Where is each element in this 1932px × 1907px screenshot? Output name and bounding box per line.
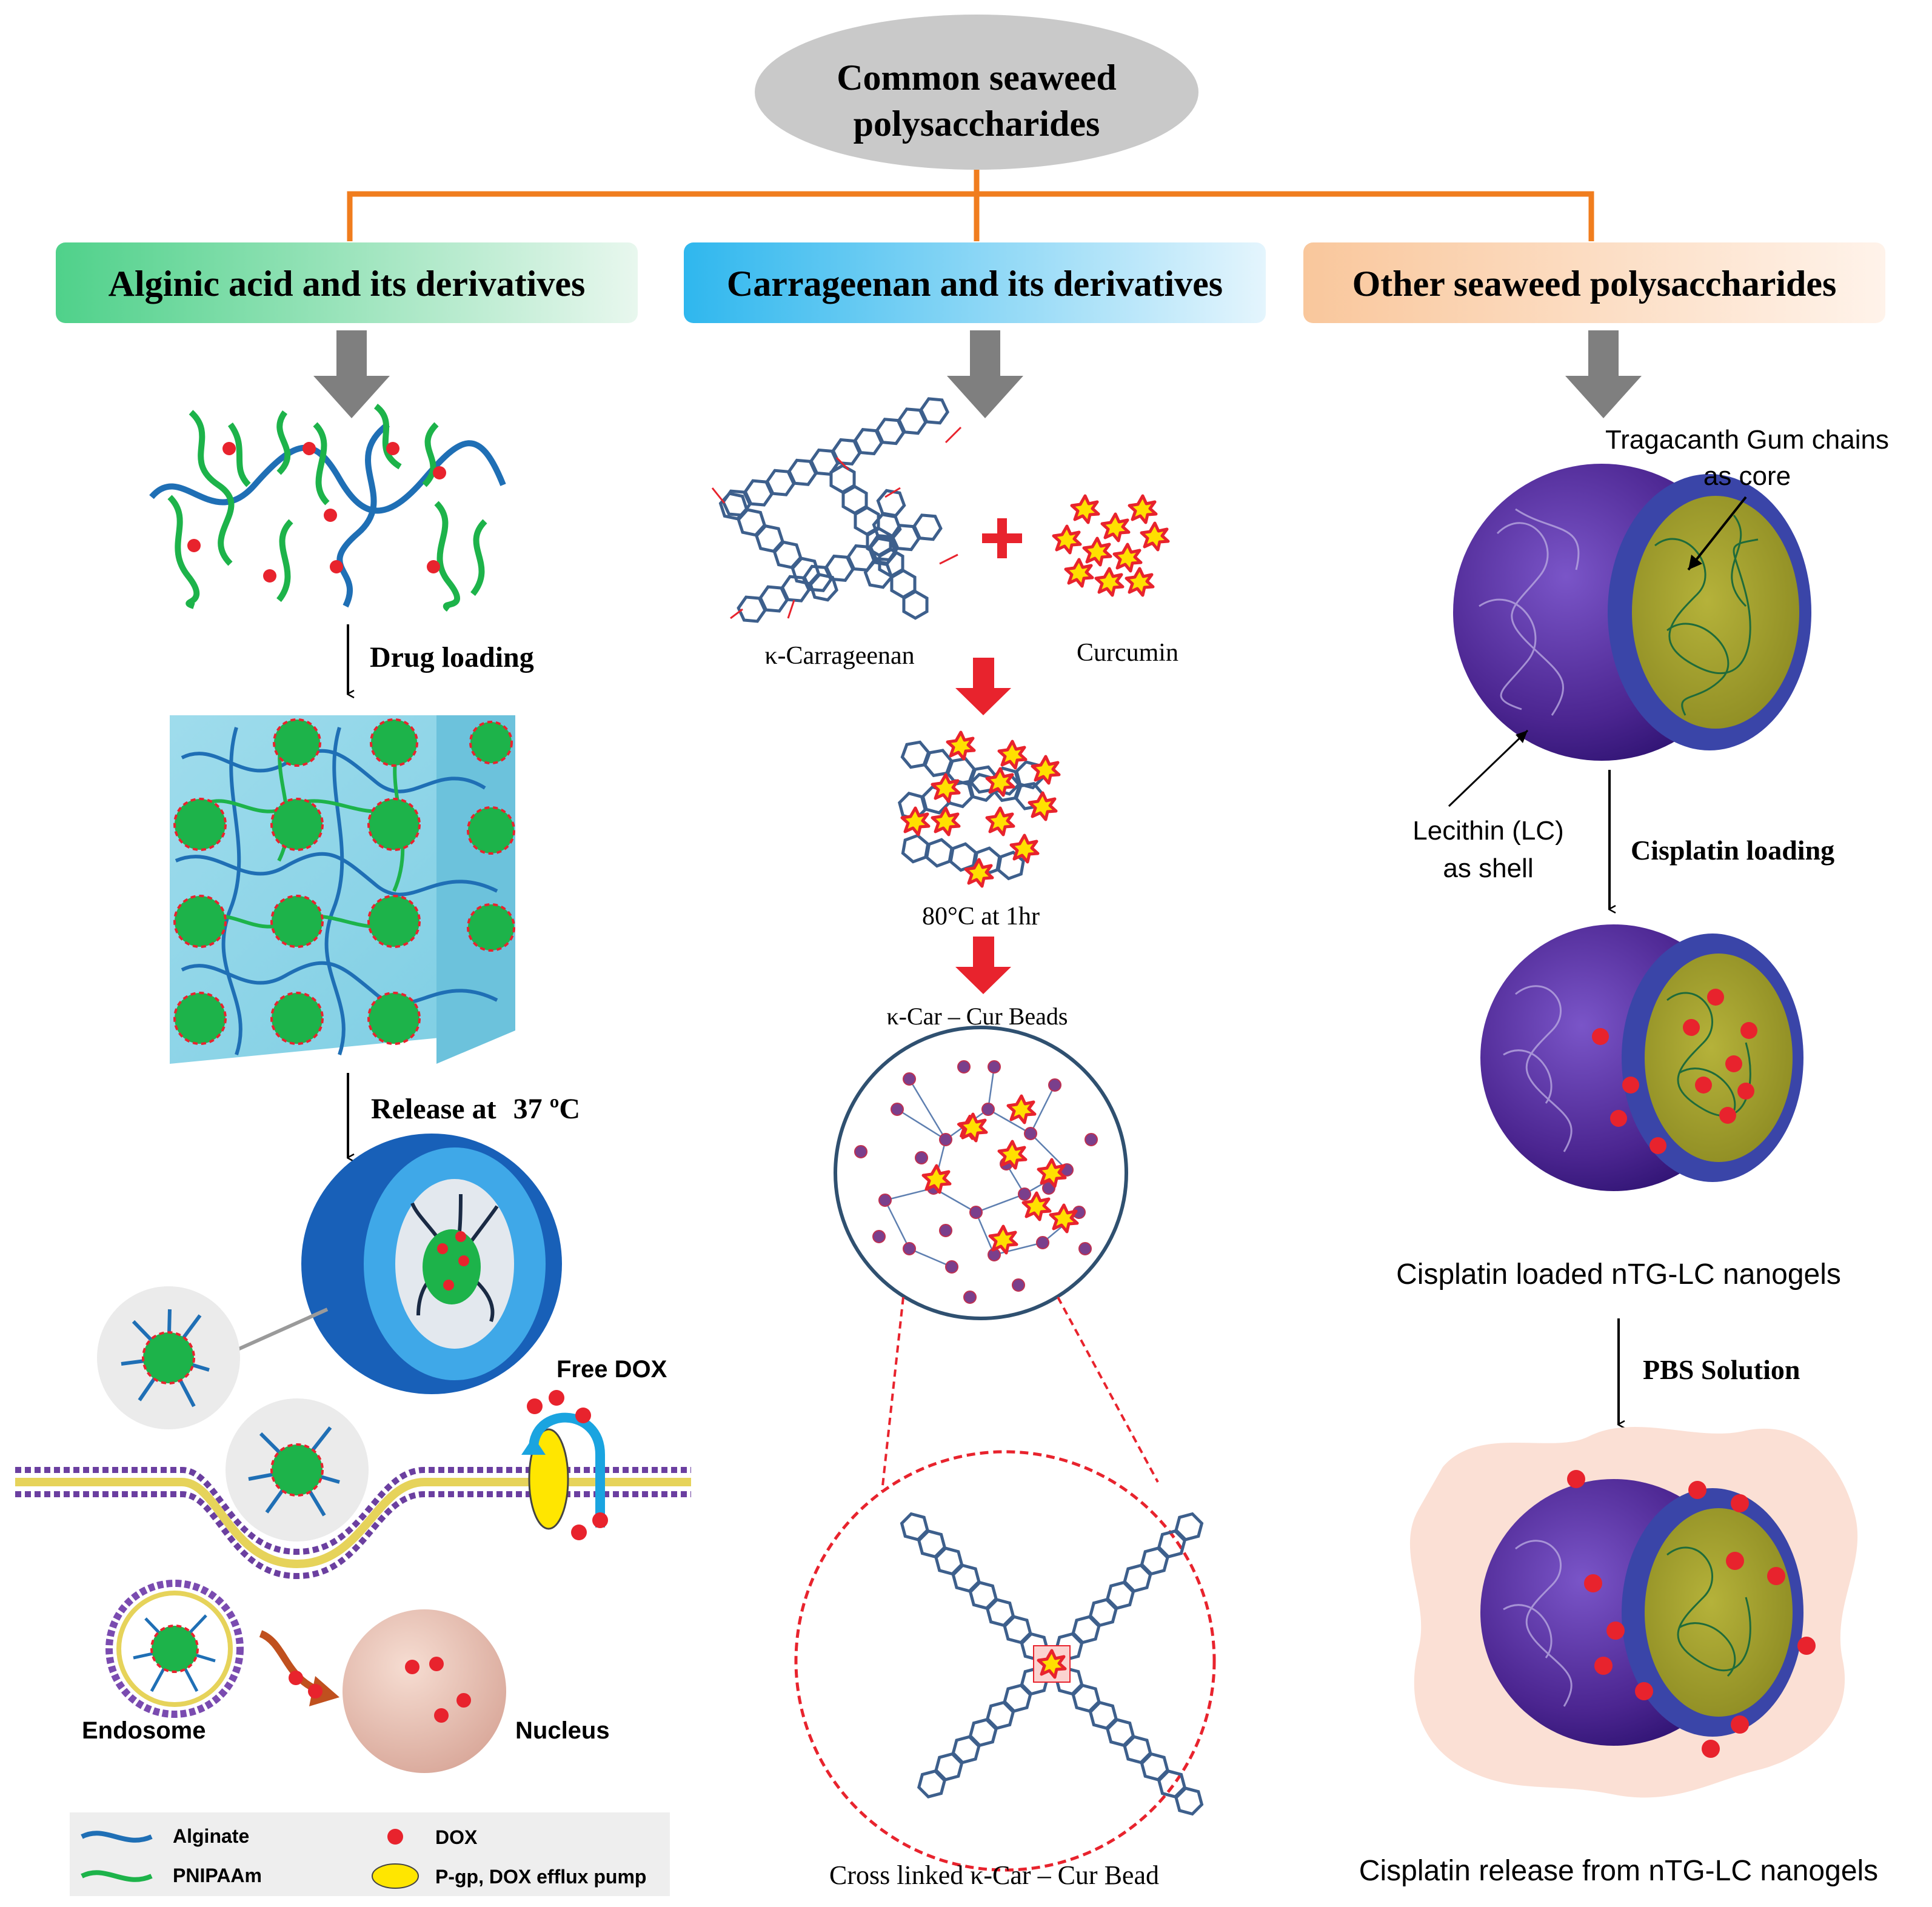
branch-carrageenan: Carrageenan and its derivatives (684, 242, 1266, 323)
shell-label-line1: Lecithin (LC) (1412, 816, 1563, 846)
tree-connectors (347, 170, 1594, 241)
cisplatin-loading-step: Cisplatin loading (1608, 770, 1834, 909)
cisplatin-loading-label: Cisplatin loading (1631, 835, 1834, 866)
free-dox-dots (527, 1390, 608, 1540)
legend-dox-label: DOX (435, 1826, 478, 1848)
curcumin-cluster (1054, 496, 1168, 595)
root-title-line2: polysaccharides (854, 104, 1100, 144)
nanogel-empty (1453, 464, 1811, 761)
crosslinked-label: Cross linked κ-Car – Cur Bead (829, 1860, 1159, 1890)
bead-network (834, 1026, 1128, 1320)
micelle-grid (173, 718, 515, 1045)
alginate-network (149, 404, 506, 612)
branch-alginic-label: Alginic acid and its derivatives (109, 264, 586, 304)
legend-alginate-label: Alginate (173, 1825, 249, 1847)
hydrogel-cube (170, 715, 515, 1064)
endosome-label: Endosome (82, 1717, 206, 1744)
gray-arrows (313, 330, 1642, 418)
legend-pgp-label: P-gp, DOX efflux pump (435, 1866, 646, 1888)
nucleus-label: Nucleus (515, 1717, 610, 1744)
gray-arrow-carrageenan (947, 330, 1023, 418)
carrageenan-mix (898, 732, 1059, 886)
branch-alginic: Alginic acid and its derivatives (56, 242, 638, 323)
pbs-step: PBS Solution (1617, 1318, 1800, 1424)
branch-other: Other seaweed polysaccharides (1303, 242, 1885, 323)
endosome-arrow (259, 1630, 339, 1706)
free-micelle-1 (97, 1286, 240, 1429)
legend-pnipaam-label: PNIPAAm (173, 1865, 262, 1886)
k-carrageenan-chains (711, 394, 962, 626)
red-arrow-1 (955, 658, 1011, 715)
k-carrageenan-label: κ-Carrageenan (764, 642, 914, 670)
gray-arrow-alginic (313, 330, 390, 418)
curcumin-label: Curcumin (1077, 639, 1178, 667)
crosslinked-bead (794, 1450, 1216, 1872)
free-micelle-2 (226, 1398, 369, 1541)
drug-loading-step: Drug loading (347, 624, 534, 694)
free-dox-label: Free DOX (557, 1356, 667, 1383)
pgp-pump (521, 1412, 605, 1530)
core-label-line2: as core (1703, 461, 1791, 491)
cell-membrane (15, 1467, 691, 1580)
legend-alginate-swatch (81, 1831, 153, 1843)
nucleus (343, 1609, 506, 1773)
drug-loading-label: Drug loading (370, 641, 534, 673)
branch-other-label: Other seaweed polysaccharides (1352, 264, 1837, 304)
loaded-label: Cisplatin loaded nTG-LC nanogels (1396, 1258, 1841, 1291)
alginate-legend: Alginate PNIPAAm DOX P-gp, DOX efflux pu… (70, 1812, 670, 1896)
condition-label: 80°C at 1hr (922, 903, 1040, 930)
plus-sign (982, 518, 1022, 558)
endosome (105, 1580, 244, 1718)
legend-pgp-swatch (372, 1863, 419, 1889)
nanogel-loaded (1480, 924, 1803, 1191)
nanogel-release (1409, 1426, 1858, 1798)
root-title-line1: Common seaweed (837, 58, 1117, 98)
legend-dox-swatch (387, 1829, 403, 1845)
micelle-cutaway (301, 1134, 562, 1394)
core-label-line1: Tragacanth Gum chains (1605, 425, 1889, 455)
release-final-label: Cisplatin release from nTG-LC nanogels (1359, 1855, 1878, 1887)
zoom-lines (881, 1297, 1159, 1492)
legend-pnipaam-swatch (81, 1870, 153, 1882)
shell-label-line2: as shell (1443, 853, 1533, 883)
gray-arrow-other (1565, 330, 1642, 418)
pbs-label: PBS Solution (1643, 1354, 1800, 1385)
red-arrow-2 (955, 937, 1011, 994)
branch-carrageenan-label: Carrageenan and its derivatives (727, 264, 1223, 304)
root-node: Common seaweed polysaccharides (755, 15, 1198, 170)
beads-label: κ-Car – Cur Beads (887, 1003, 1068, 1030)
